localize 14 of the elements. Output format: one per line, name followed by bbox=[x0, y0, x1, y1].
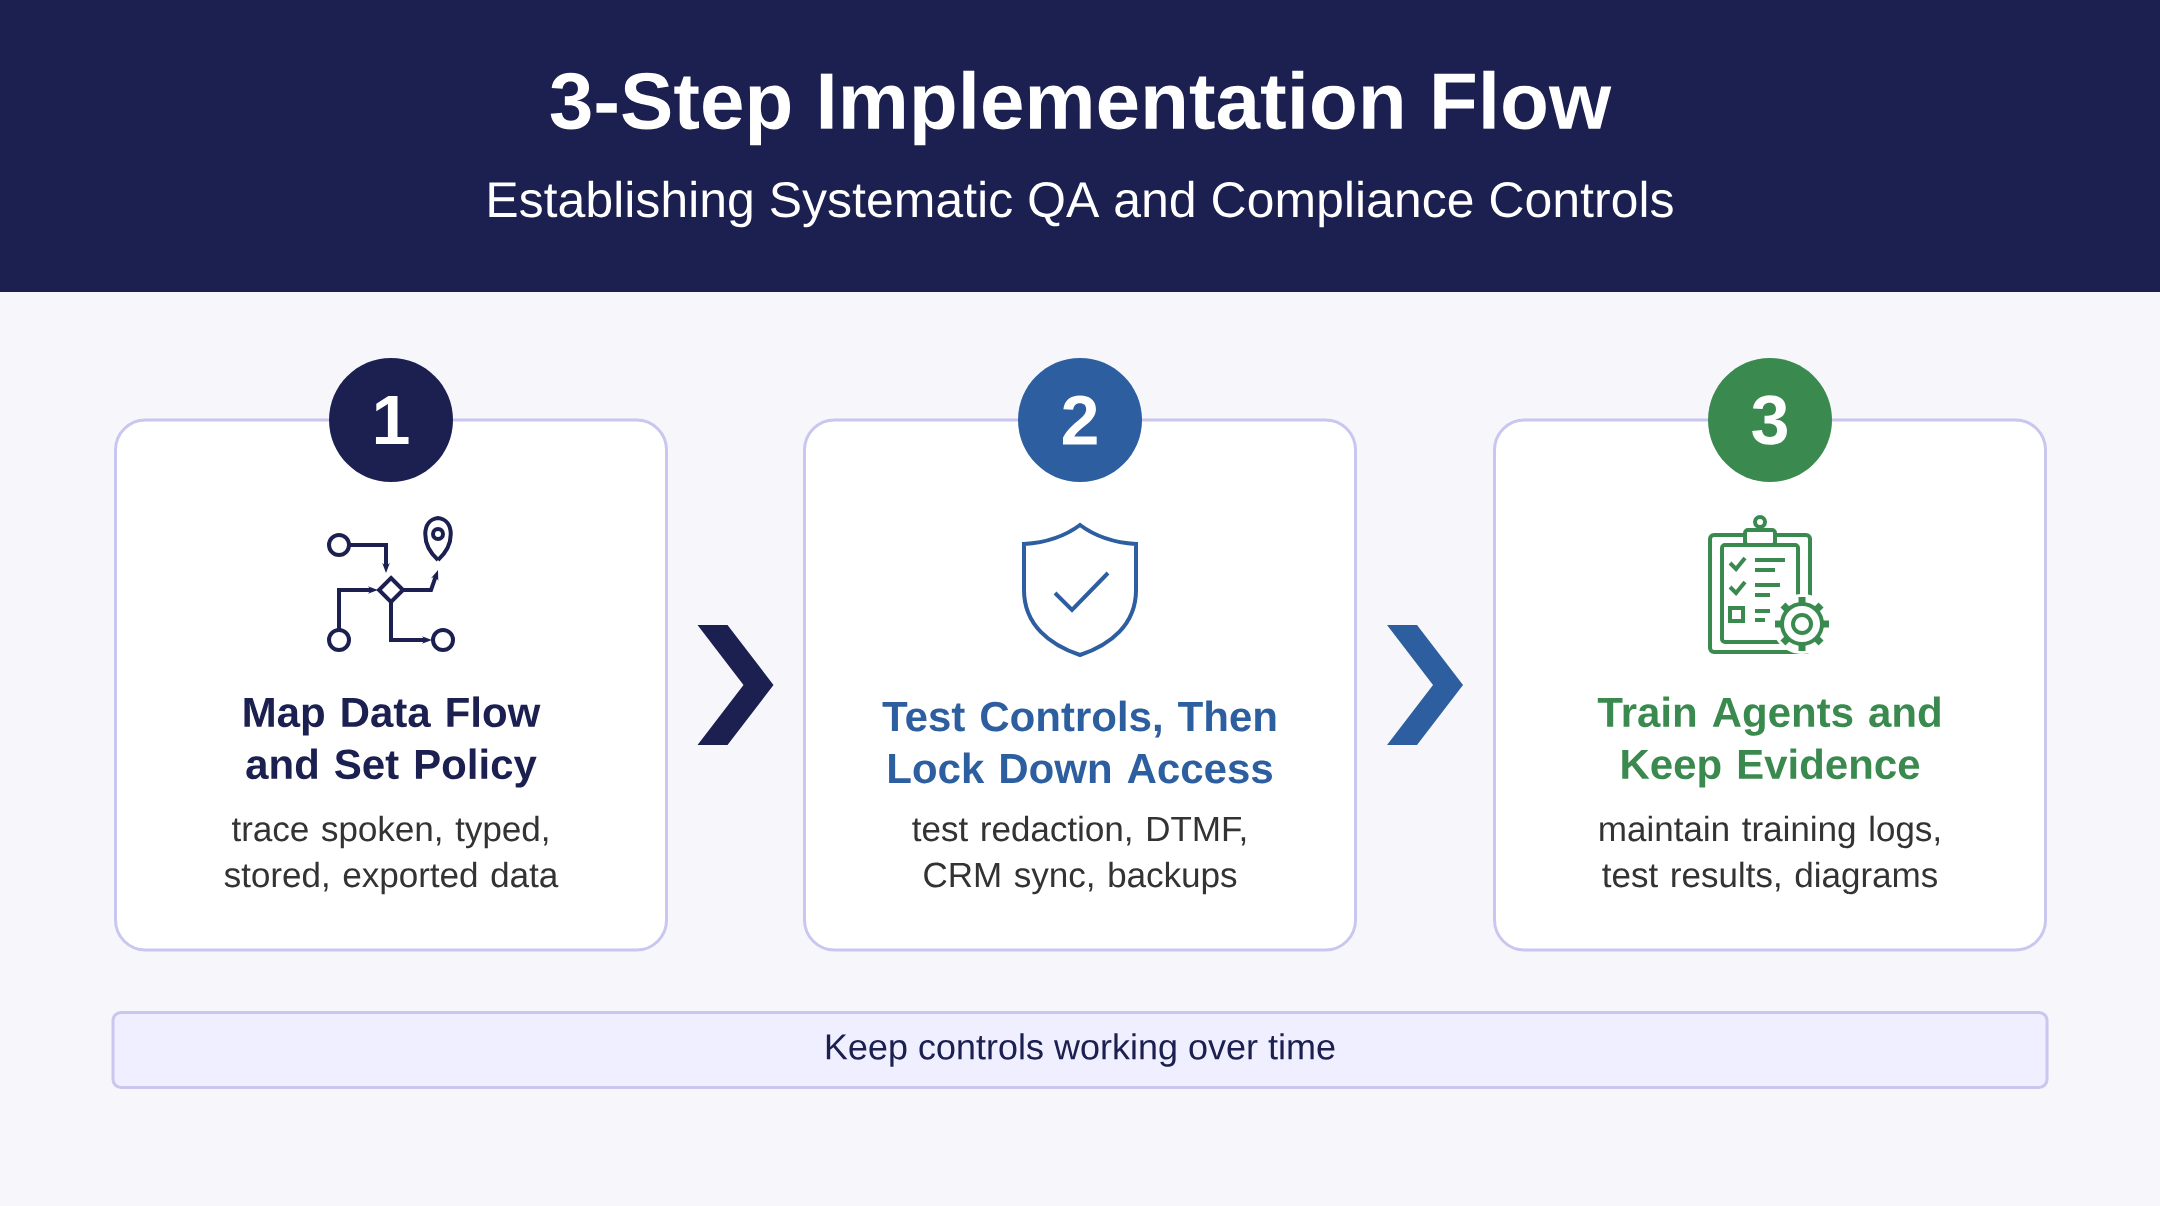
chevron-arrow bbox=[697, 625, 774, 745]
step-description: maintain training logs, test results, diagrams bbox=[1600, 815, 1939, 895]
step-number-badge: 3 bbox=[1708, 358, 1832, 482]
title: 3-Step Implementation Flow bbox=[550, 70, 1612, 146]
step-title: Test Controls, Then Lock Down Access bbox=[882, 700, 1276, 784]
step-title: Map Data Flow and Set Policy bbox=[244, 696, 541, 788]
step-number-badge: 2 bbox=[1018, 358, 1142, 482]
step-description: test redaction, DTMF, CRM sync, backups bbox=[912, 815, 1246, 895]
step-number-badge: 1 bbox=[329, 358, 453, 482]
step-title: Train Agents and Keep Evidence bbox=[1597, 696, 1940, 788]
note-bar: Keep controls working over time bbox=[111, 1011, 2049, 1089]
step-description: trace spoken, typed, stored, exported data bbox=[224, 815, 559, 895]
chevron-arrow bbox=[1387, 625, 1463, 745]
subtitle: Establishing Systematic QA and Compliance Controls bbox=[489, 180, 1673, 228]
